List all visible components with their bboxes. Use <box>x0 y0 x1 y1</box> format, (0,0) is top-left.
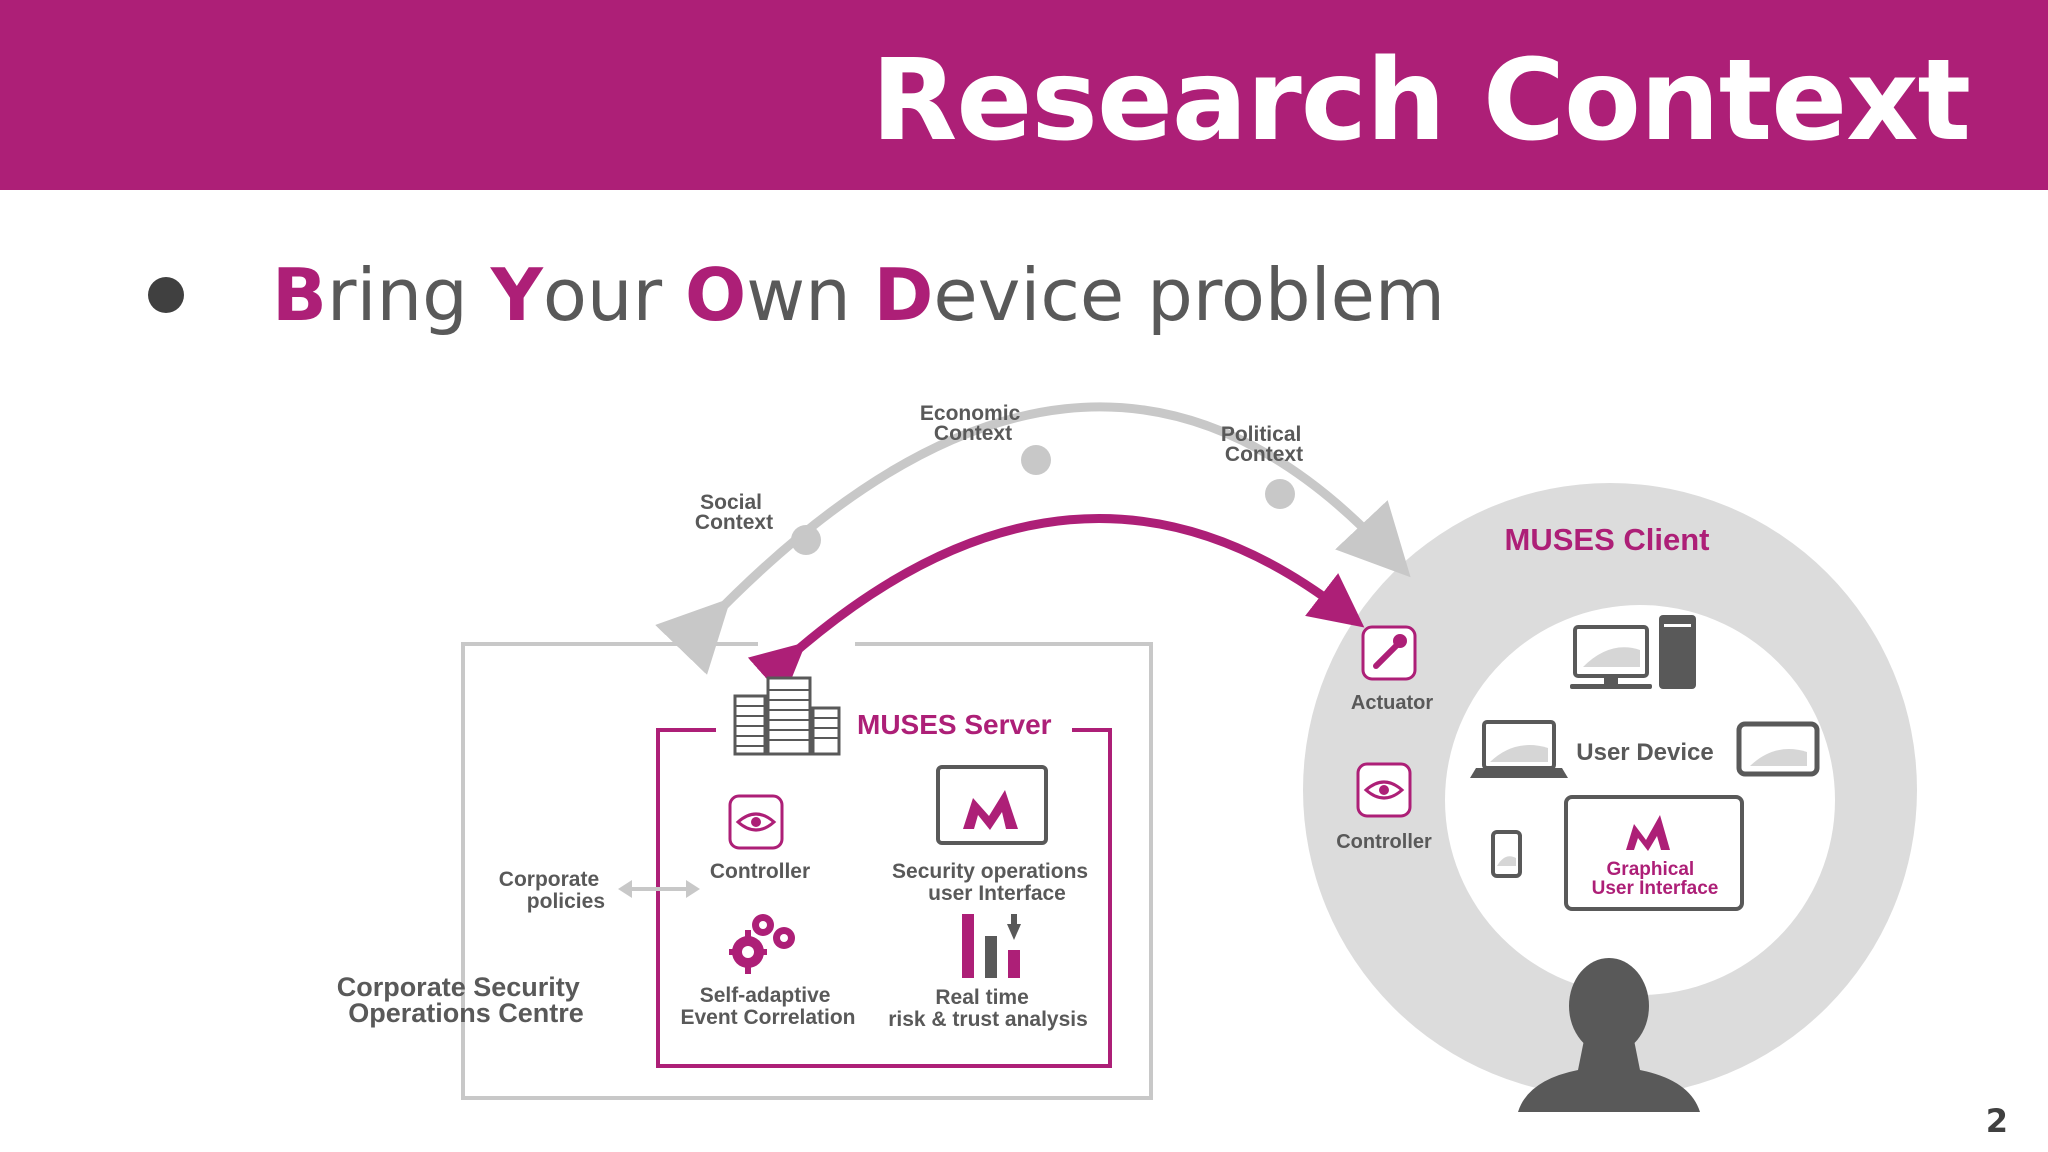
server-box <box>656 728 1112 1068</box>
client-eye-icon <box>1356 762 1412 818</box>
event-correlation-label: Self-adaptive Event Correlation <box>680 984 855 1029</box>
bar-chart-icon <box>962 914 1021 978</box>
political-context-label: Political Context <box>1221 423 1307 466</box>
building-icon <box>733 676 841 756</box>
wrench-icon <box>1361 625 1417 681</box>
social-context-label: Social Context <box>695 491 773 534</box>
gui-box <box>1564 795 1744 911</box>
slide-title: Research Context <box>871 36 1971 166</box>
eye-icon <box>728 794 784 850</box>
gui-label: Graphical User Interface <box>1592 859 1719 899</box>
economic-context-label: Economic Context <box>920 402 1026 445</box>
laptop-icon <box>1470 720 1568 778</box>
sec-ops-label: Security operations user Interface <box>892 860 1094 905</box>
actuator-label: Actuator <box>1351 692 1433 714</box>
title-bar: Research Context <box>0 0 2048 190</box>
bullet-dot <box>148 277 184 313</box>
corporate-policies-label: Corporate policies <box>499 868 605 913</box>
page-number: 2 <box>1985 1102 2008 1140</box>
server-controller-label: Controller <box>710 860 810 883</box>
gears-icon <box>729 914 795 974</box>
phone-icon <box>1491 830 1522 878</box>
corporate-box <box>461 642 1153 1100</box>
desktop-icon <box>1570 615 1696 689</box>
client-controller-label: Controller <box>1336 831 1432 853</box>
social-context-node <box>791 525 821 555</box>
user-device-label: User Device <box>1576 739 1713 766</box>
political-context-node <box>1265 479 1295 509</box>
server-title: MUSES Server <box>857 709 1052 740</box>
client-title: MUSES Client <box>1505 522 1710 557</box>
context-arc <box>655 402 1411 675</box>
risk-analysis-label: Real time risk & trust analysis <box>888 986 1088 1031</box>
bullet-text: Bring Your Own Device problem <box>272 253 1446 337</box>
economic-context-node <box>1021 445 1051 475</box>
operations-centre-label: Corporate Security Operations Centre <box>337 972 588 1028</box>
tablet-icon <box>1736 721 1820 777</box>
person-icon <box>1518 958 1700 1112</box>
server-client-arc <box>747 514 1365 699</box>
bullet-item: Bring Your Own Device problem <box>148 250 1445 340</box>
muses-logo <box>936 765 1048 845</box>
double-arrow-icon <box>618 880 700 898</box>
